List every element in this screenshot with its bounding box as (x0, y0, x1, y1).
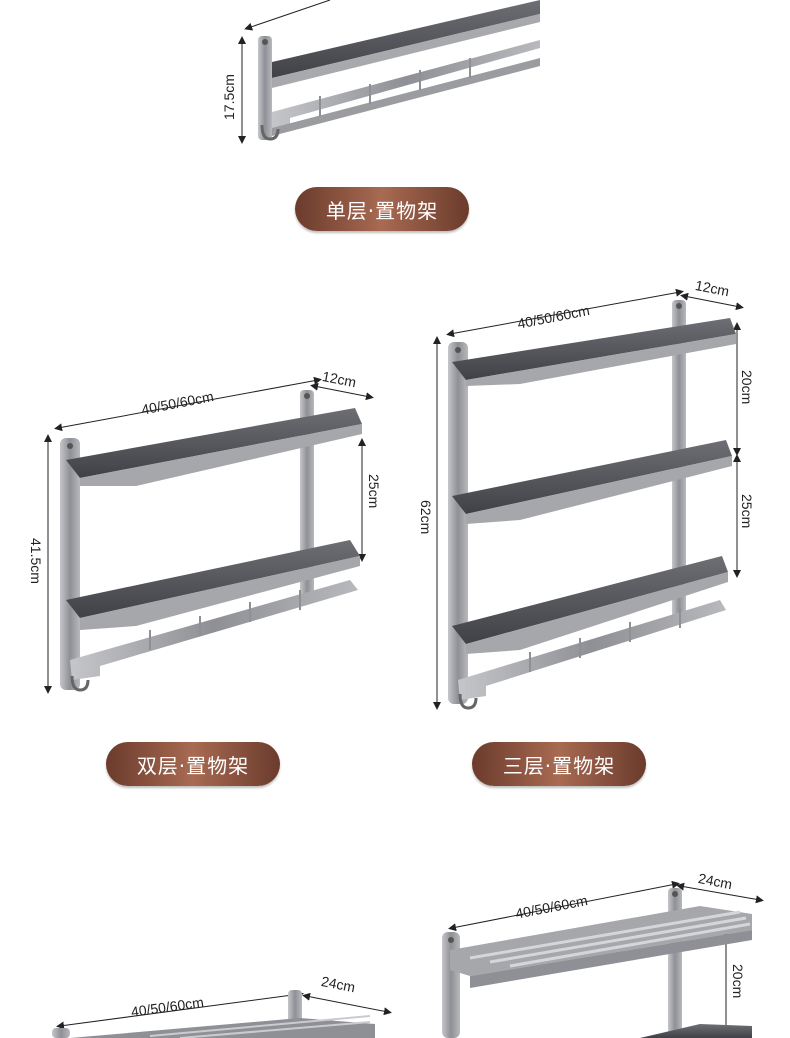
single-shelf-label: 单层·置物架 (295, 187, 469, 231)
triple-shelf-image (433, 288, 744, 710)
double-gap-label: 25cm (366, 474, 382, 509)
triple-gap-top-label: 20cm (739, 370, 755, 405)
single-height-label: 17.5cm (221, 74, 237, 120)
double-shelf-label: 双层·置物架 (106, 742, 280, 786)
bottom-right-gap-label: 20cm (730, 964, 746, 999)
bottom-right-shelf-image (442, 880, 764, 1038)
triple-gap-bottom-label: 25cm (739, 494, 755, 529)
triple-height-label: 62cm (418, 500, 434, 535)
single-shelf-image (238, 0, 540, 144)
bottom-left-shelf-image (52, 990, 392, 1038)
double-shelf-image (44, 376, 374, 694)
triple-shelf-label: 三层·置物架 (472, 742, 646, 786)
double-height-label: 41.5cm (28, 538, 44, 584)
